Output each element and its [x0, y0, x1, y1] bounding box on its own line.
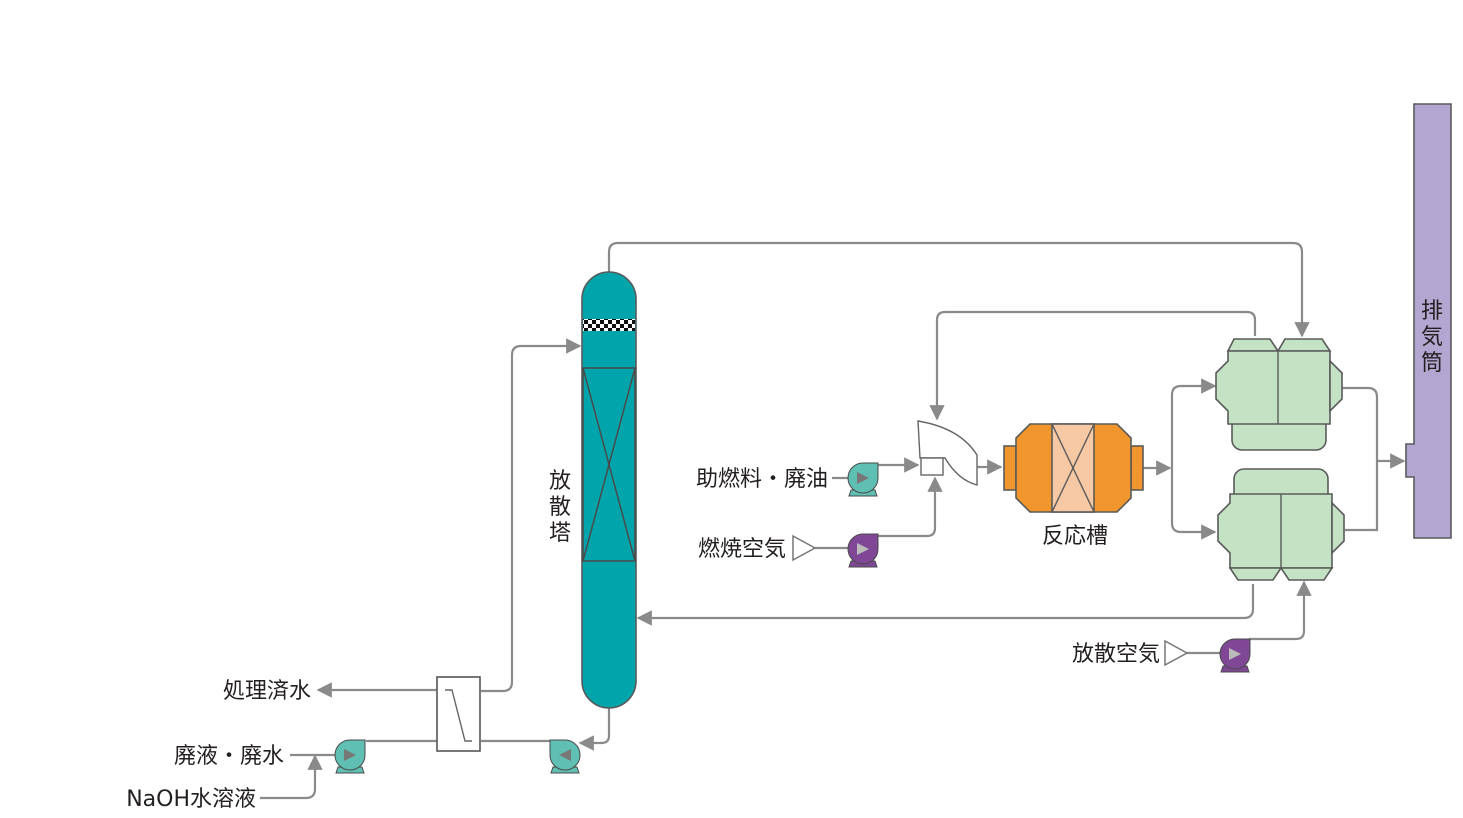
svg-text:散: 散	[549, 495, 571, 520]
diffusion-air-label: 放散空気	[1072, 642, 1160, 667]
reactor-vessel	[1003, 423, 1144, 513]
aux-fuel-label: 助燃料・廃油	[696, 467, 828, 492]
svg-text:排: 排	[1421, 299, 1443, 324]
treated-water-label: 処理済水	[223, 679, 311, 704]
filter-triangle-icon	[1164, 639, 1189, 667]
filter-triangle-icon	[792, 534, 817, 562]
svg-text:気: 気	[1421, 325, 1443, 350]
pump-icon	[549, 739, 581, 774]
stack-label: 排 気 筒	[1421, 299, 1443, 376]
burner-icon	[917, 420, 978, 486]
blower-icon	[847, 533, 879, 568]
heat-exchanger-bottom	[1217, 468, 1345, 581]
svg-text:塔: 塔	[549, 521, 571, 546]
naoh-solution-label: NaOH水溶液	[126, 787, 256, 812]
pump-icon	[847, 462, 879, 497]
heat-exchanger-top	[1215, 338, 1343, 451]
exhaust-stack	[1405, 103, 1452, 539]
combustion-air-label: 燃焼空気	[698, 537, 786, 562]
reactor-label: 反応槽	[1042, 524, 1108, 549]
tower-packing-mesh	[583, 319, 635, 331]
waste-liquid-label: 廃液・廃水	[174, 744, 284, 769]
diffusion-tower	[581, 271, 637, 709]
tower-label: 放 散 塔	[549, 469, 571, 546]
pipes	[260, 241, 1406, 800]
svg-text:筒: 筒	[1421, 351, 1443, 376]
pump-icon	[334, 739, 366, 774]
liquid-heat-exchanger	[436, 676, 481, 752]
blower-icon	[1219, 638, 1251, 673]
svg-text:放: 放	[549, 469, 571, 494]
